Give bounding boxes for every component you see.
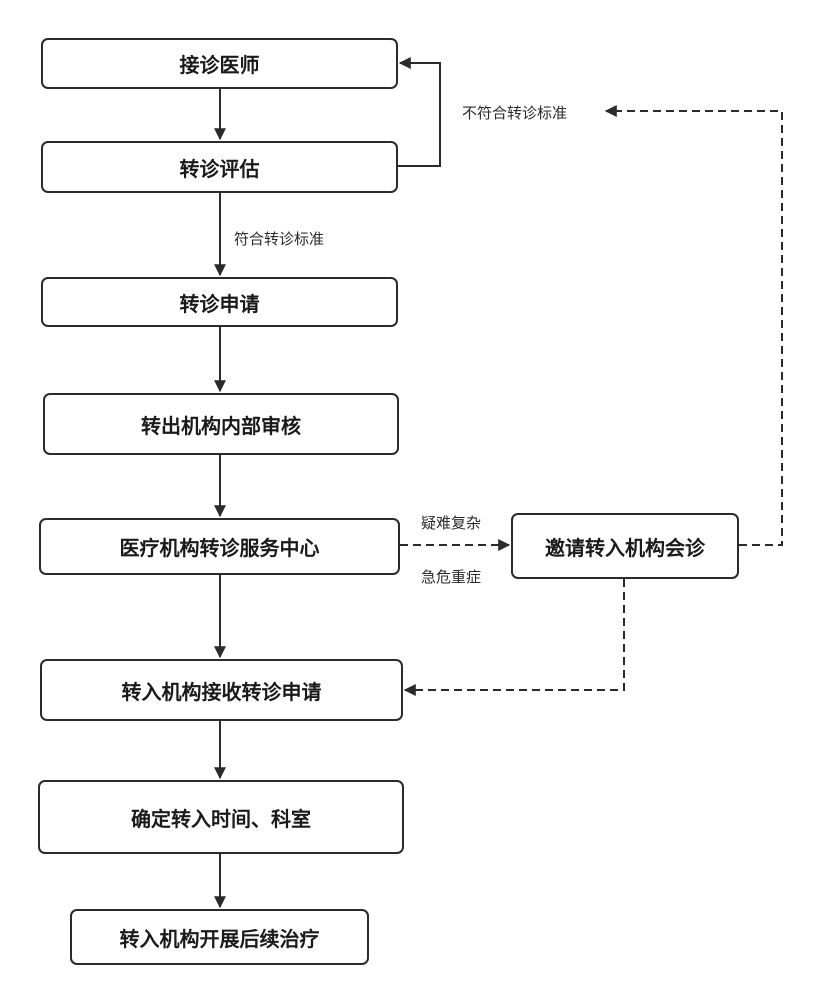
arrow-assess-loop-to-doctor — [398, 57, 441, 167]
node-confirm: 确定转入时间、科室 — [38, 780, 404, 854]
node-assess: 转诊评估 — [41, 141, 398, 193]
label-critical: 急危重症 — [421, 568, 482, 586]
node-apply: 转诊申请 — [41, 277, 398, 327]
node-treat: 转入机构开展后续治疗 — [70, 909, 369, 965]
label-difficult: 疑难复杂 — [421, 514, 482, 532]
node-doctor: 接诊医师 — [41, 38, 398, 89]
node-receive: 转入机构接收转诊申请 — [40, 659, 403, 721]
dashed-arrow-consult-to-receive — [403, 579, 625, 696]
node-review: 转出机构内部审核 — [43, 393, 399, 455]
dashed-arrow-consult-to-not-meets — [604, 105, 783, 546]
node-center: 医疗机构转诊服务中心 — [39, 518, 400, 575]
label-not-meets-criteria: 不符合转诊标准 — [462, 104, 568, 122]
node-consult: 邀请转入机构会诊 — [511, 513, 739, 579]
label-meets-criteria: 符合转诊标准 — [234, 230, 325, 248]
